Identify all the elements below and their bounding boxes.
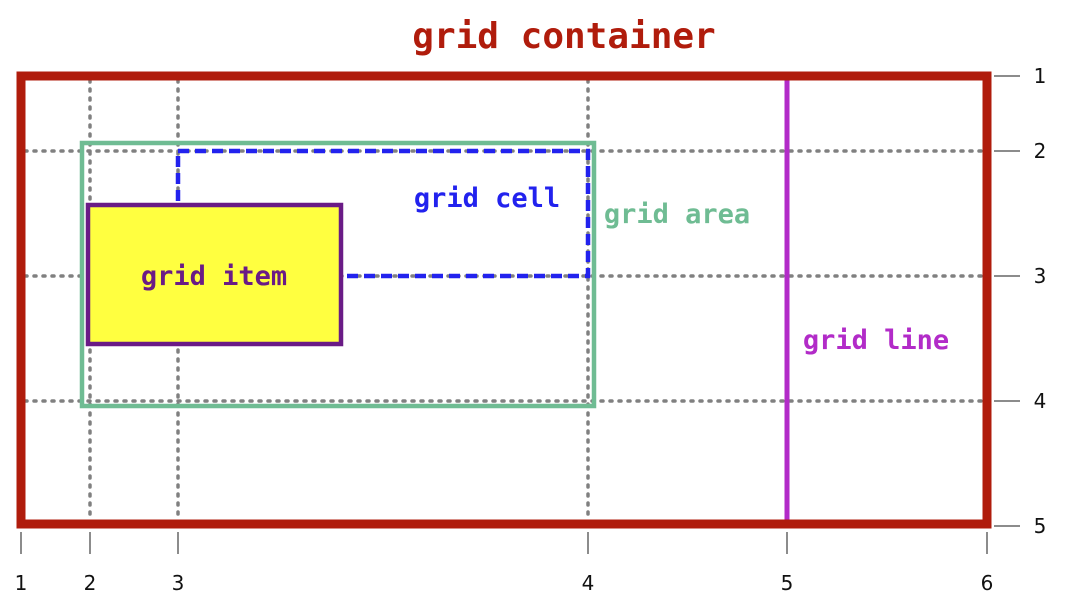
row-number-1: 1 — [1034, 64, 1047, 88]
column-number-2: 2 — [84, 571, 97, 595]
grid-cell-label: grid cell — [414, 183, 560, 214]
grid-container-outline — [16, 71, 992, 529]
column-number-1: 1 — [15, 571, 28, 595]
column-number-5: 5 — [781, 571, 794, 595]
row-number-2: 2 — [1034, 139, 1047, 163]
row-number-5: 5 — [1034, 514, 1047, 538]
column-number-4: 4 — [582, 571, 595, 595]
grid-line-label: grid line — [803, 325, 949, 356]
column-ticks — [20, 532, 988, 554]
row-ticks — [994, 75, 1020, 527]
grid-item-box — [85, 202, 344, 347]
grid-area-outline — [79, 140, 597, 409]
grid-item-label: grid item — [141, 261, 287, 292]
column-number-3: 3 — [172, 571, 185, 595]
grid-area-label: grid area — [604, 199, 750, 230]
row-number-4: 4 — [1034, 389, 1047, 413]
column-number-6: 6 — [981, 571, 994, 595]
diagram-title: grid container — [412, 16, 715, 57]
row-number-3: 3 — [1034, 264, 1047, 288]
